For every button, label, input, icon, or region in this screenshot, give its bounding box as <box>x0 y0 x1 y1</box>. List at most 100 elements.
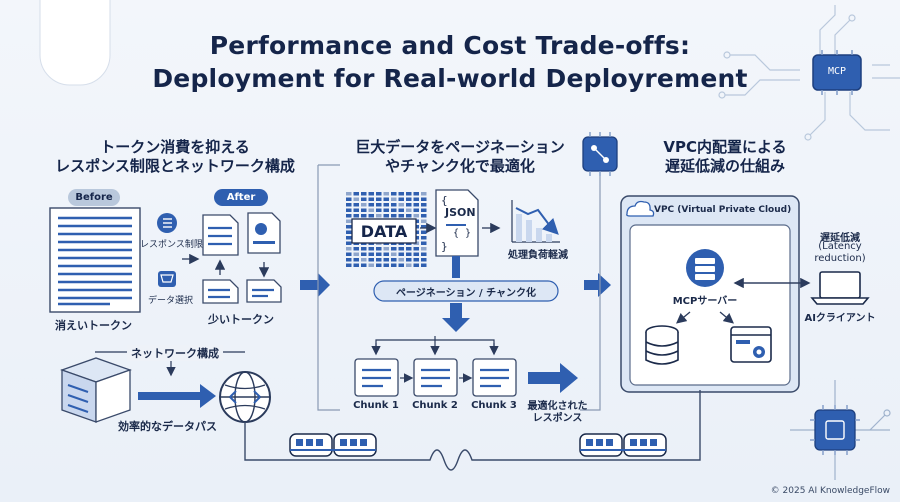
data-select-label: データ選択 <box>148 296 194 306</box>
data-grid-cell <box>346 219 352 223</box>
data-grid-cell <box>413 263 419 267</box>
network-config-label: ネットワーク構成 <box>127 345 223 361</box>
train-icon-right <box>579 433 667 457</box>
title-line-1: Performance and Cost Trade-offs: <box>209 31 691 60</box>
after-document-icons <box>202 212 282 304</box>
data-grid-cell <box>406 252 412 256</box>
data-grid-cell <box>353 247 359 251</box>
few-tokens-label: 少いトークン <box>208 313 274 326</box>
section-arrow-right <box>584 273 611 297</box>
data-grid-cell <box>346 203 352 207</box>
data-grid-cell <box>368 252 374 256</box>
right-heading-line-2: 遅延低減の仕組み <box>664 157 785 175</box>
data-grid-cell <box>346 214 352 218</box>
before-document-icon <box>49 207 141 313</box>
data-grid-cell <box>353 263 359 267</box>
data-grid-cell <box>376 247 382 251</box>
data-grid-cell <box>391 197 397 201</box>
data-grid-cell <box>398 192 404 196</box>
data-label-box <box>351 218 417 244</box>
data-grid-cell <box>368 208 374 212</box>
mcp-chip-label: MCP <box>827 66 847 77</box>
data-grid-cell <box>376 214 382 218</box>
data-grid-cell <box>413 203 419 207</box>
data-grid-cell <box>346 236 352 240</box>
middle-bracket <box>317 165 340 411</box>
train-icon-left <box>289 433 377 457</box>
data-grid-cell <box>413 258 419 262</box>
data-grid-cell <box>391 258 397 262</box>
json-close-brace: } <box>441 240 448 253</box>
server-stack-icon <box>60 357 132 423</box>
data-grid-cell <box>421 230 427 234</box>
data-grid-cell <box>421 203 427 207</box>
data-grid-cell <box>391 192 397 196</box>
data-grid-cell <box>361 203 367 207</box>
data-grid-cell <box>398 203 404 207</box>
circuit-decoration-top <box>718 5 900 141</box>
circuit-decoration-bottom <box>790 380 891 480</box>
efficient-path-arrow <box>138 384 216 408</box>
efficient-path-label: 効率的なデータパス <box>118 420 217 433</box>
data-grid-cell <box>413 192 419 196</box>
after-badge: After <box>214 189 268 206</box>
data-grid-cell <box>376 263 382 267</box>
data-grid-cell <box>406 192 412 196</box>
data-grid-cell <box>353 252 359 256</box>
data-grid-cell <box>346 247 352 251</box>
settings-window-icon <box>730 326 772 363</box>
data-grid-cell <box>398 214 404 218</box>
pagination-pill <box>373 280 559 302</box>
data-grid-cell <box>368 247 374 251</box>
json-inner-braces: { } <box>453 228 472 239</box>
data-grid-cell <box>383 214 389 218</box>
data-grid-cell <box>413 214 419 218</box>
data-grid-cell <box>398 197 404 201</box>
data-grid-cell <box>361 192 367 196</box>
data-grid-cell <box>361 247 367 251</box>
middle-heading-line-2: やチャンク化で最適化 <box>385 157 535 175</box>
chunk-split-lines <box>371 336 499 356</box>
data-grid-cell <box>406 258 412 262</box>
data-grid-cell <box>406 208 412 212</box>
list-icon <box>157 213 177 233</box>
data-grid-cell <box>368 203 374 207</box>
data-grid-cell <box>368 258 374 262</box>
filter-cart-icon <box>158 271 176 287</box>
data-grid-cell <box>421 214 427 218</box>
data-label: DATA <box>360 222 408 241</box>
data-grid-cell <box>361 263 367 267</box>
data-grid-cell <box>361 214 367 218</box>
json-label: JSON <box>445 206 476 219</box>
vpc-label: VPC (Virtual Private Cloud) <box>654 205 792 215</box>
cloud-icon <box>626 200 655 217</box>
latency-label-line-2: (Latency <box>818 241 862 252</box>
chunk-documents <box>354 358 517 397</box>
load-reduction-label: 処理負荷軽減 <box>508 250 568 261</box>
cpu-chip-icon <box>810 405 860 455</box>
right-heading-line-1: VPC内配置による <box>663 138 787 156</box>
data-grid-cell <box>421 263 427 267</box>
data-grid-cell <box>361 197 367 201</box>
data-grid-cell <box>391 203 397 207</box>
data-grid-cell <box>376 203 382 207</box>
data-grid-cell <box>346 225 352 229</box>
data-grid-cell <box>406 203 412 207</box>
data-grid-cell <box>383 247 389 251</box>
data-grid-cell <box>346 197 352 201</box>
data-grid-cell <box>406 197 412 201</box>
data-grid-cell <box>421 219 427 223</box>
corner-decoration <box>39 0 111 86</box>
response-limit-label: レスポンス制限 <box>140 240 203 250</box>
data-grid-cell <box>376 258 382 262</box>
data-grid-cell <box>398 252 404 256</box>
data-grid-cell <box>368 214 374 218</box>
data-grid-cell <box>376 192 382 196</box>
data-grid-cell <box>391 214 397 218</box>
data-grid-cell <box>376 252 382 256</box>
left-heading-line-2: レスポンス制限とネットワーク構成 <box>55 157 295 175</box>
mcp-server-icon <box>686 249 724 287</box>
data-grid-cell <box>383 208 389 212</box>
data-grid-cell <box>383 263 389 267</box>
mcp-server-label: MCPサーバー <box>672 296 738 307</box>
